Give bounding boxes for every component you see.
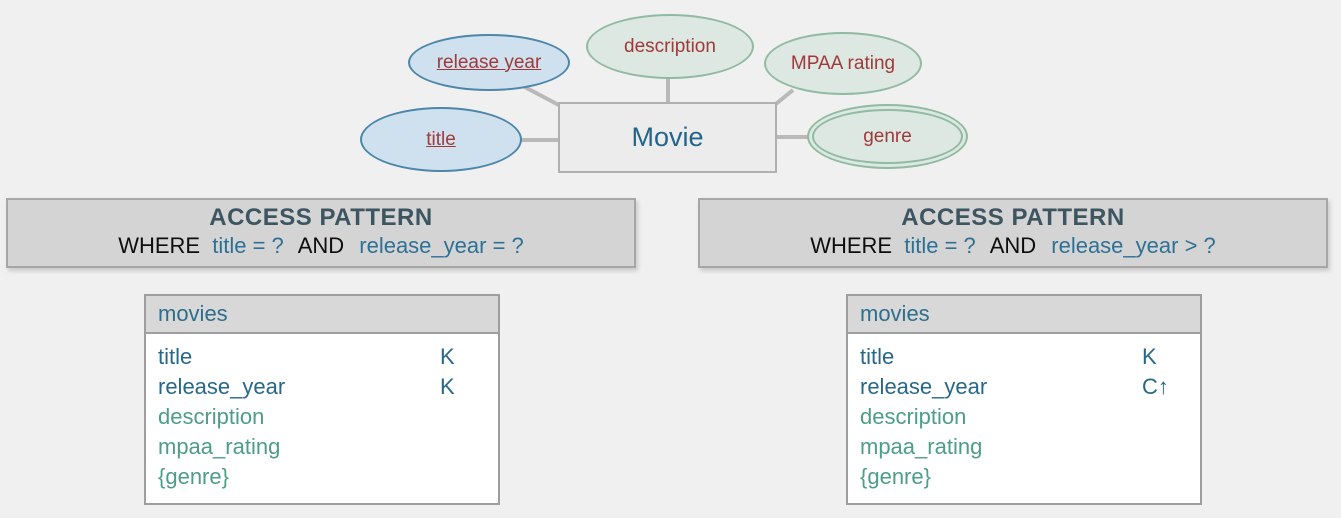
and-keyword: AND (989, 233, 1037, 258)
column-name: release_year (860, 374, 988, 399)
key-indicator: K (1142, 344, 1157, 369)
table-name: movies (158, 301, 228, 326)
access-pattern-heading: ACCESS PATTERN (901, 204, 1125, 231)
schema-table-movies-left: movies title K release_year K descriptio… (144, 294, 500, 505)
er-entity-label: Movie (631, 122, 704, 152)
access-pattern-query: WHERE title = ? AND release_year = ? (8, 233, 634, 259)
access-pattern-panel-left: ACCESS PATTERN WHERE title = ? AND relea… (6, 198, 636, 268)
where-keyword: WHERE (118, 233, 201, 258)
table-header: movies (146, 296, 498, 334)
er-attribute-description: description (586, 14, 754, 79)
double-outline-ring (812, 109, 963, 164)
query-condition-1: title = ? (904, 233, 976, 258)
column-name: description (158, 404, 265, 429)
table-body: title K release_year K description mpaa_… (146, 334, 498, 503)
er-attribute-title: title (360, 107, 522, 172)
schema-table-movies-right: movies title K release_year C↑ descripti… (846, 294, 1202, 505)
key-indicator: K (440, 344, 455, 369)
table-row: title K (146, 342, 498, 372)
er-attribute-genre-multivalue: genre (807, 104, 968, 169)
where-keyword: WHERE (810, 233, 893, 258)
table-row: {genre} (848, 462, 1200, 492)
query-condition-1: title = ? (212, 233, 284, 258)
er-attribute-label: title (426, 128, 456, 150)
table-header: movies (848, 296, 1200, 334)
table-row: mpaa_rating (146, 432, 498, 462)
er-attribute-label: genre (863, 125, 912, 147)
column-name: title (860, 344, 895, 369)
table-row: {genre} (146, 462, 498, 492)
and-keyword: AND (297, 233, 345, 258)
column-name: title (158, 344, 193, 369)
query-condition-2: release_year > ? (1051, 233, 1216, 258)
er-attribute-label: MPAA rating (790, 52, 896, 74)
column-name: release_year (158, 374, 286, 399)
er-attribute-release-year: release year (408, 34, 570, 91)
table-row: release_year C↑ (848, 372, 1200, 402)
er-attribute-mpaa-rating: MPAA rating (764, 32, 922, 95)
query-condition-2: release_year = ? (359, 233, 524, 258)
table-name: movies (860, 301, 930, 326)
table-row: description (146, 402, 498, 432)
table-row: mpaa_rating (848, 432, 1200, 462)
table-row: description (848, 402, 1200, 432)
table-body: title K release_year C↑ description mpaa… (848, 334, 1200, 503)
table-row: release_year K (146, 372, 498, 402)
access-pattern-heading: ACCESS PATTERN (209, 204, 433, 231)
column-name: {genre} (860, 464, 931, 489)
access-pattern-panel-right: ACCESS PATTERN WHERE title = ? AND relea… (698, 198, 1328, 268)
column-name: mpaa_rating (158, 434, 281, 459)
er-attribute-label: release year (436, 51, 542, 73)
column-name: description (860, 404, 967, 429)
access-pattern-query: WHERE title = ? AND release_year > ? (700, 233, 1326, 259)
er-entity-movie: Movie (558, 102, 777, 173)
er-attribute-label: description (624, 35, 716, 57)
key-indicator: K (440, 374, 455, 399)
column-name: mpaa_rating (860, 434, 983, 459)
table-row: title K (848, 342, 1200, 372)
key-indicator: C↑ (1142, 374, 1169, 399)
column-name: {genre} (158, 464, 229, 489)
